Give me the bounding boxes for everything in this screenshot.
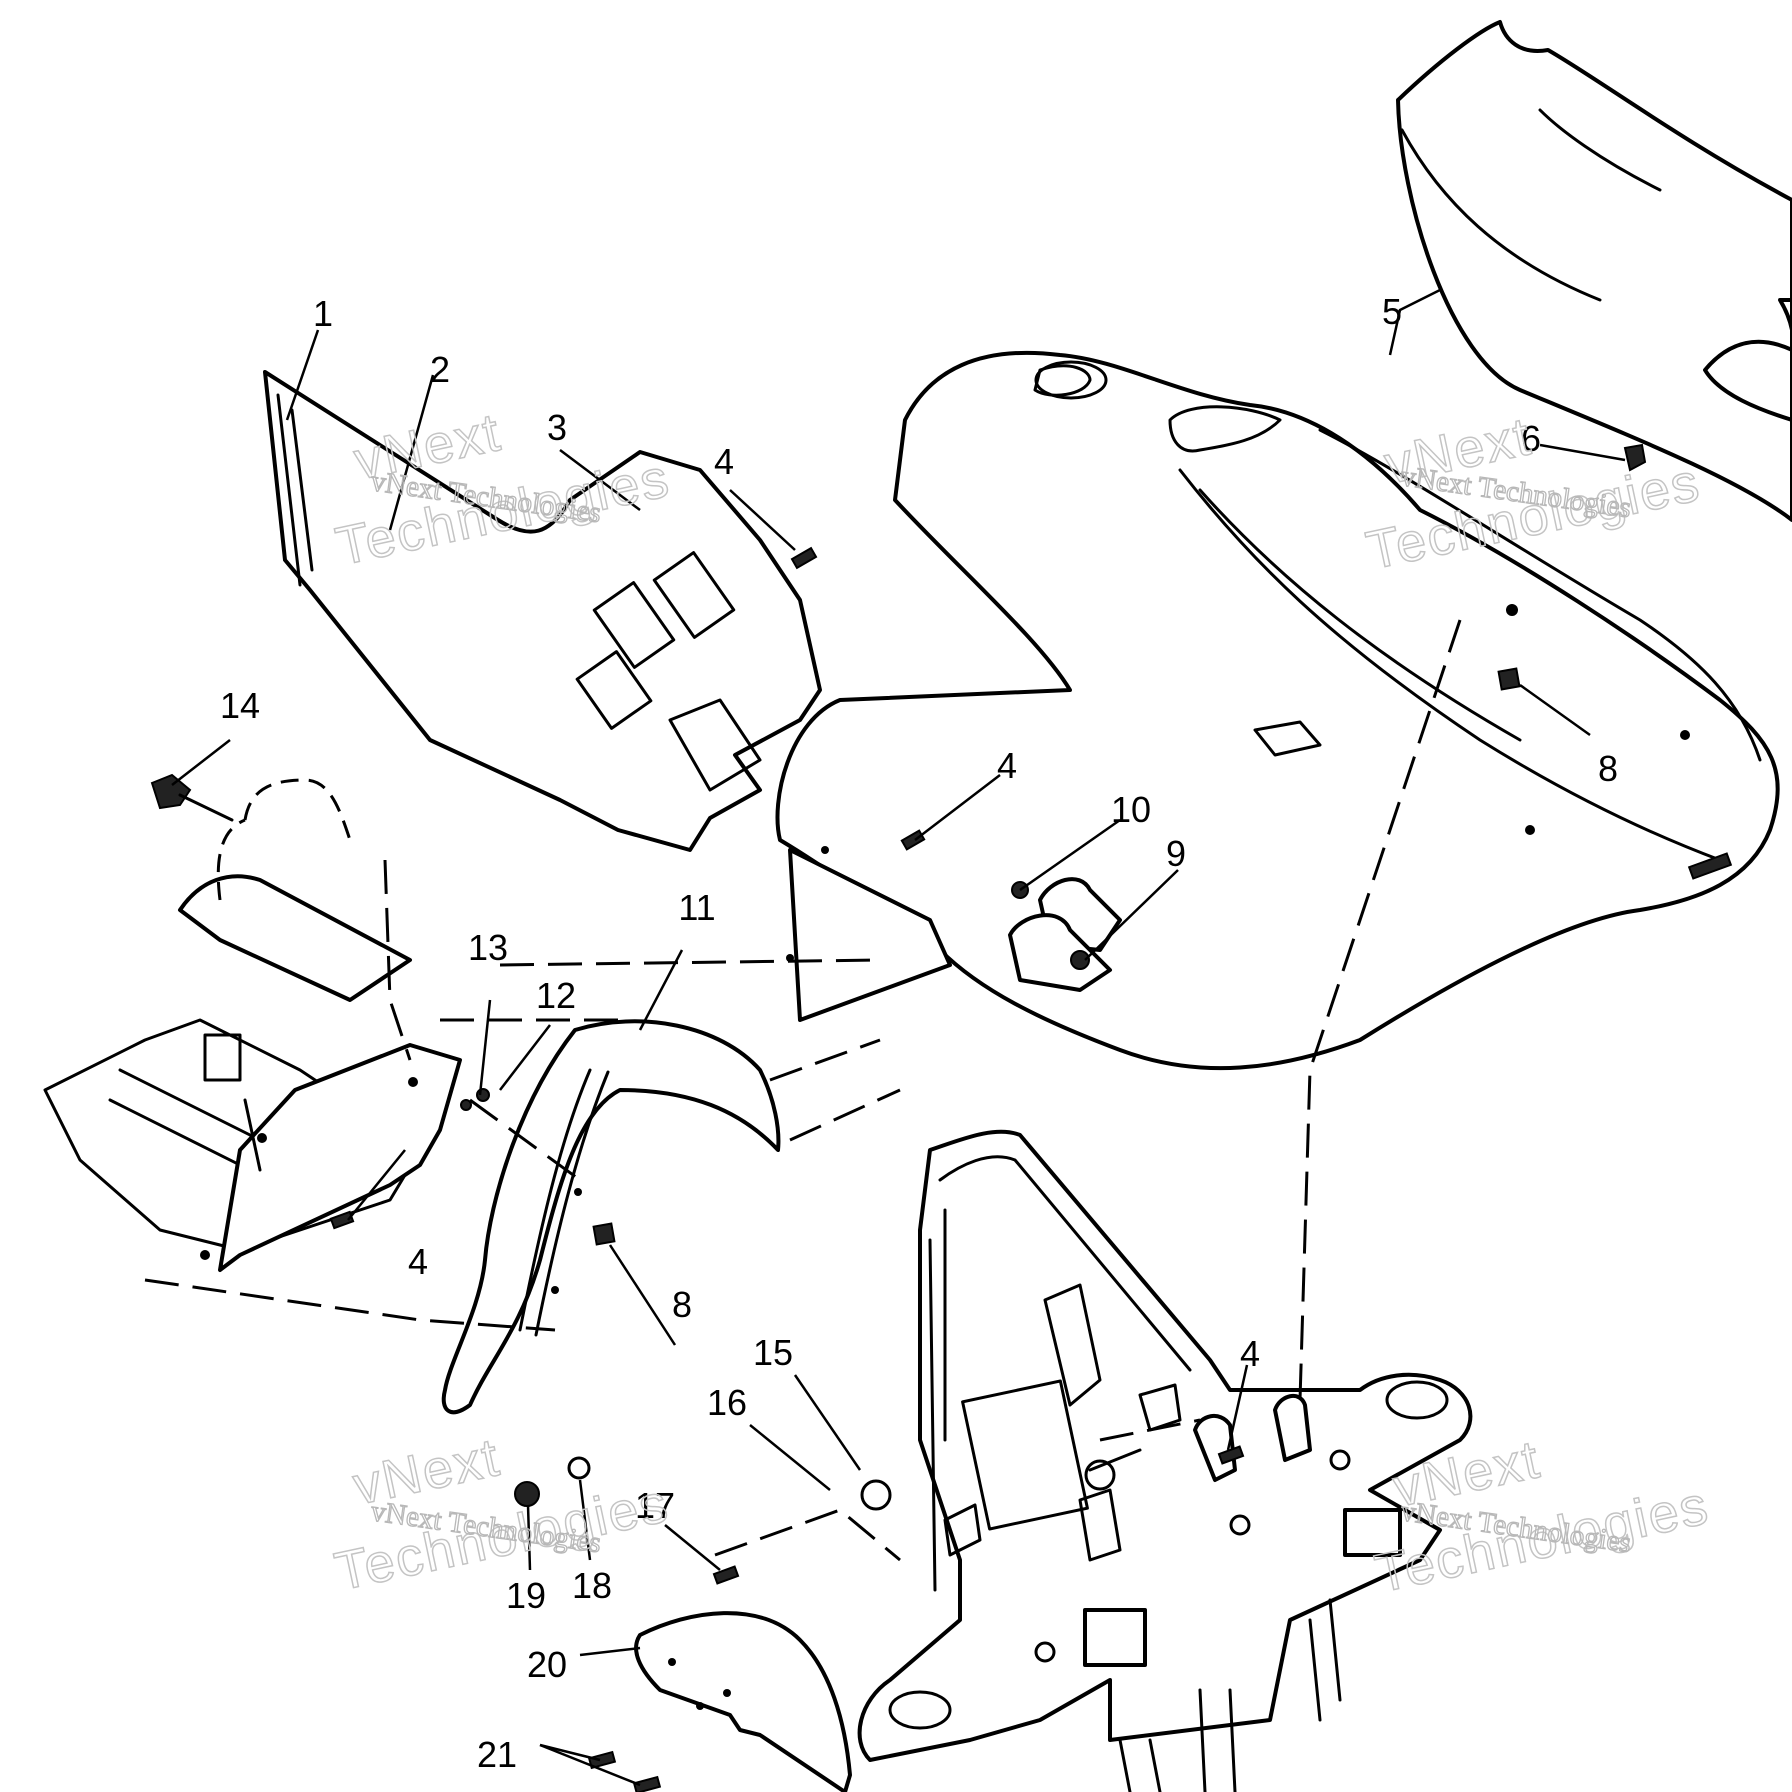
leader-lines <box>171 288 1626 1787</box>
fasteners <box>150 443 1647 1792</box>
callout-10: 10 <box>1111 789 1151 830</box>
callout-12: 12 <box>536 975 576 1016</box>
part-frame <box>857 1129 1473 1792</box>
callout-4-footwell: 4 <box>408 1241 428 1282</box>
callout-6: 6 <box>1521 418 1541 459</box>
part-fender-flare <box>441 1019 781 1415</box>
callout-21: 21 <box>477 1734 517 1775</box>
callout-5: 5 <box>1382 291 1402 332</box>
callout-11: 11 <box>678 887 715 928</box>
callout-4-frame: 4 <box>1240 1333 1260 1374</box>
callout-labels: 1 2 3 4 4 4 4 5 6 8 8 9 10 11 12 13 14 1… <box>220 291 1618 1775</box>
callout-8-flare: 8 <box>672 1284 692 1325</box>
part-footwell <box>43 874 462 1272</box>
callout-15: 15 <box>753 1332 793 1373</box>
callout-3: 3 <box>547 407 567 448</box>
callout-9: 9 <box>1166 833 1186 874</box>
callout-2: 2 <box>430 349 450 390</box>
callout-14: 14 <box>220 685 260 726</box>
callout-1: 1 <box>313 293 333 334</box>
callout-20: 20 <box>527 1644 567 1685</box>
callout-19: 19 <box>506 1575 546 1616</box>
part-front-side-panel <box>263 370 822 852</box>
callout-17: 17 <box>635 1485 675 1526</box>
assembly-lines <box>144 619 1462 1562</box>
callout-4-fender: 4 <box>997 745 1017 786</box>
callout-16: 16 <box>707 1382 747 1423</box>
callout-8-fender: 8 <box>1598 748 1618 789</box>
callout-4-top: 4 <box>714 441 734 482</box>
part-splash-guard <box>634 1611 852 1792</box>
callout-18: 18 <box>572 1565 612 1606</box>
callout-13: 13 <box>468 927 508 968</box>
